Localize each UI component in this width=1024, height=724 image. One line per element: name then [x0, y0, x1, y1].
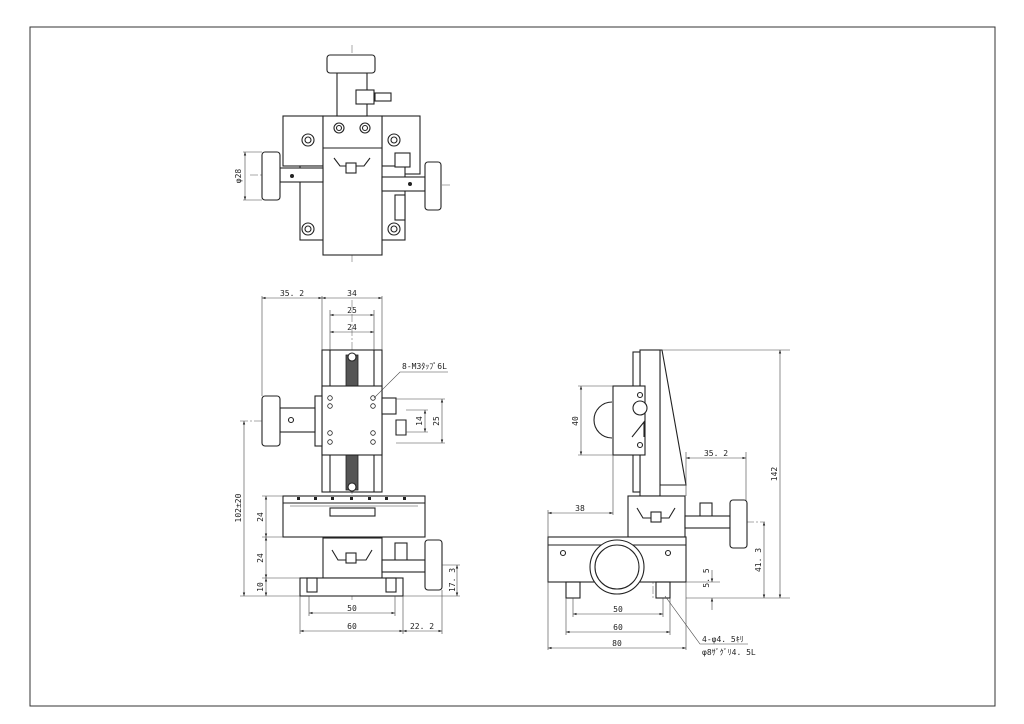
dim-14: 14: [415, 416, 424, 426]
drawing-border: [29, 26, 996, 707]
dim-10: 10: [256, 582, 265, 592]
dim-knob-diameter: φ28: [234, 169, 243, 184]
right-knob: [424, 161, 442, 211]
left-knob: [261, 151, 281, 201]
dim-5-5: 5. 5: [702, 568, 711, 587]
front-left-knob: [261, 395, 281, 447]
dim-24-tilt: 24: [256, 512, 265, 522]
dim-34: 34: [347, 289, 357, 298]
top-view: φ28: [234, 45, 450, 262]
dim-24-lower: 24: [256, 553, 265, 563]
hole-note-2: φ8ｻﾞｸﾞﾘ4. 5L: [702, 648, 756, 657]
front-view: 35. 2 34 25 24 8-M3ﾀｯﾌﾟ6L 14 25 102±20 2…: [234, 289, 460, 634]
dim-25-holes: 25: [432, 416, 441, 426]
dim-35-2: 35. 2: [280, 289, 304, 298]
side-view: 40 142 35. 2 38 41. 3 5. 5 50 60 80 4-φ4…: [547, 349, 790, 657]
dim-17-3: 17. 3: [448, 568, 457, 592]
dim-24: 24: [347, 323, 357, 332]
dim-25: 25: [347, 306, 357, 315]
dim-50-side: 50: [613, 605, 623, 614]
front-right-knob: [424, 539, 443, 591]
dim-80: 80: [612, 639, 622, 648]
side-carriage: [612, 385, 646, 456]
tap-note: 8-M3ﾀｯﾌﾟ6L: [402, 362, 447, 371]
dim-22-2: 22. 2: [410, 622, 434, 631]
dim-38: 38: [575, 504, 585, 513]
dim-60: 60: [347, 622, 357, 631]
top-knob: [326, 54, 376, 74]
dim-142: 142: [770, 467, 779, 482]
dim-60-side: 60: [613, 623, 623, 632]
dim-40: 40: [571, 416, 580, 426]
side-knob: [729, 499, 748, 549]
hole-note-1: 4-φ4. 5ｷﾘ: [702, 635, 744, 644]
dim-102: 102±20: [234, 493, 243, 522]
base: [299, 577, 404, 597]
dim-35-2-side: 35. 2: [704, 449, 728, 458]
dim-50: 50: [347, 604, 357, 613]
dim-41-3: 41. 3: [754, 548, 763, 572]
